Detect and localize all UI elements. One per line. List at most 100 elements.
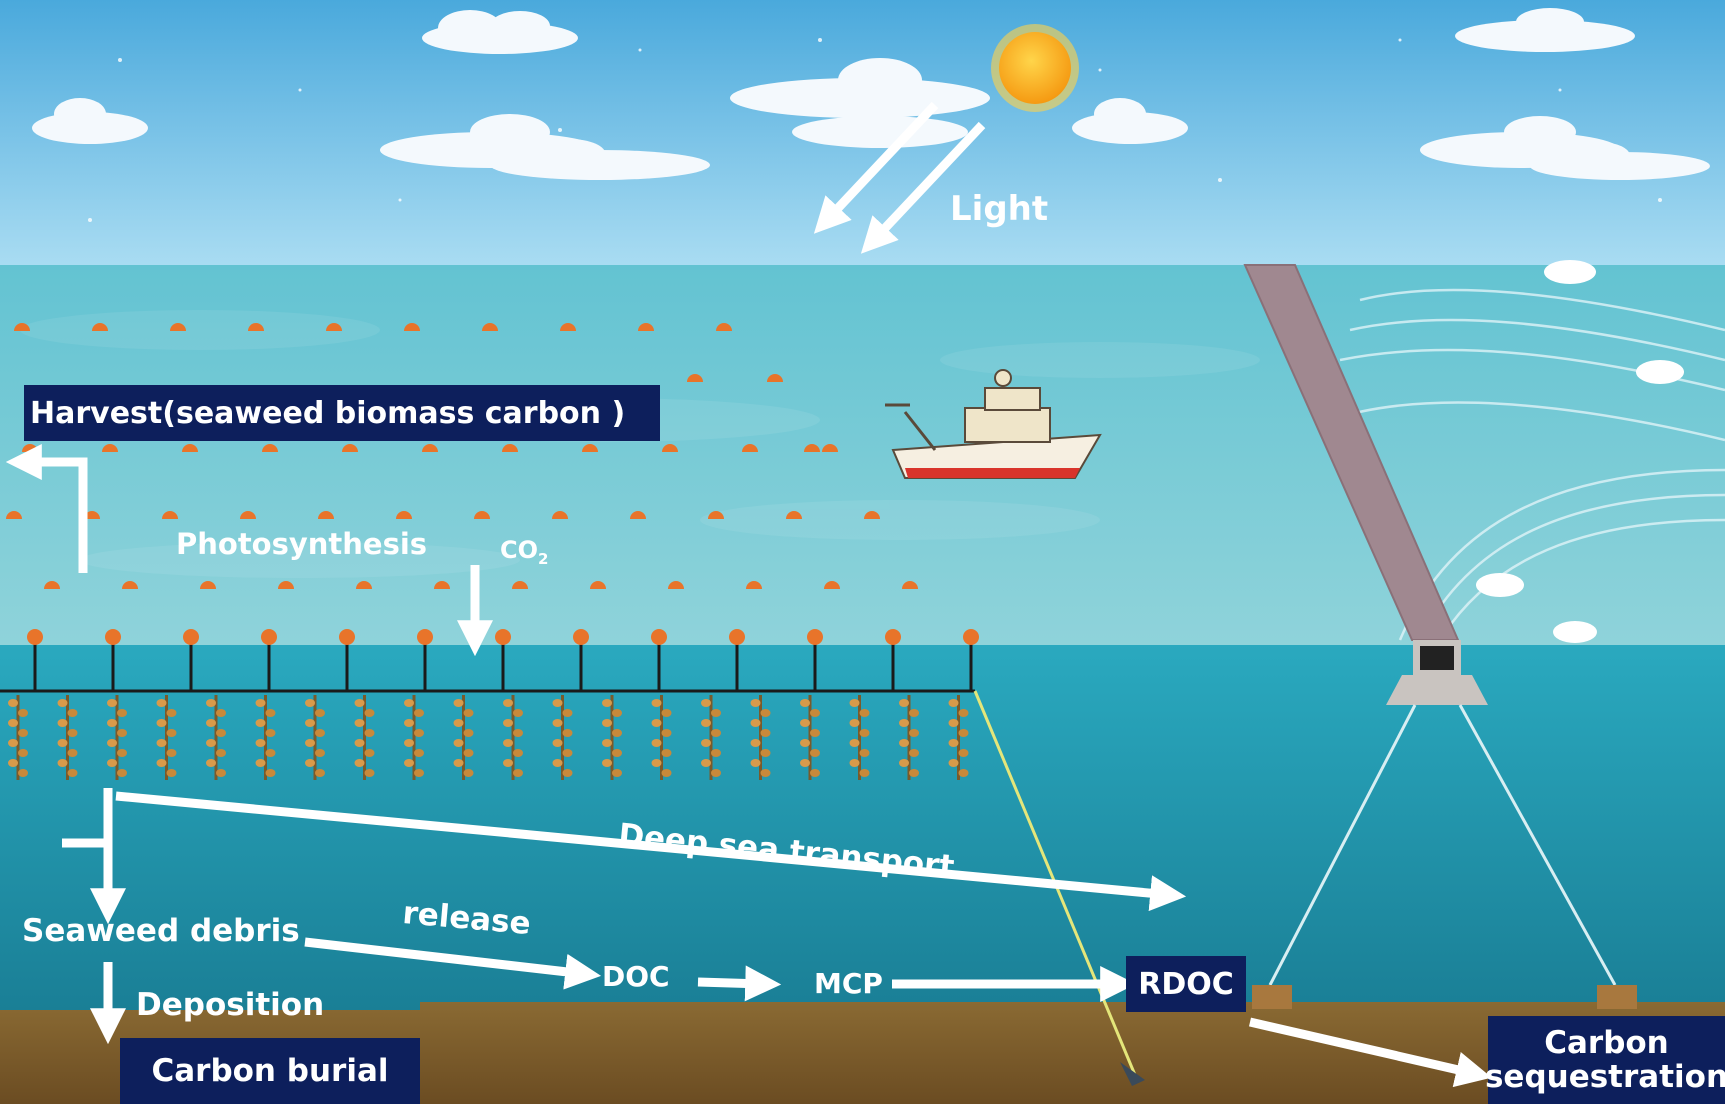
- float-buoy: [495, 629, 511, 645]
- float-buoy: [27, 629, 43, 645]
- sky-stars: [88, 38, 1662, 222]
- light-arrows: [813, 101, 986, 254]
- buoy: [638, 323, 654, 331]
- cloud: [1072, 98, 1188, 144]
- buoy: [200, 581, 216, 589]
- buoy: [786, 511, 802, 519]
- buoy: [552, 511, 568, 519]
- transport-pipe: [1243, 264, 1637, 1009]
- buoy: [44, 581, 60, 589]
- buoy: [822, 444, 838, 452]
- sun-icon: [991, 24, 1079, 112]
- buoy: [84, 511, 100, 519]
- longline-buoys: [27, 629, 979, 691]
- mcp-label: MCP: [814, 967, 883, 1000]
- cloud: [380, 114, 710, 180]
- seaweed-strand: [948, 695, 969, 780]
- buoy: [512, 581, 528, 589]
- seaweed-strand: [899, 695, 919, 780]
- float-buoy: [885, 629, 901, 645]
- float-buoy: [651, 629, 667, 645]
- buoy: [482, 323, 498, 331]
- seaweed-strands: [8, 695, 969, 780]
- buoy: [422, 444, 438, 452]
- buoy: [182, 444, 198, 452]
- float-buoy: [261, 629, 277, 645]
- carbon-sequestration-line1: Carbon: [1544, 1024, 1669, 1061]
- buoy: [560, 323, 576, 331]
- co2-label: CO2: [500, 538, 548, 567]
- carbon-burial-label: Carbon burial: [120, 1038, 420, 1104]
- sequestration-arrow: [1248, 1017, 1492, 1088]
- release-arrow: [304, 937, 602, 990]
- seaweed-strand: [552, 695, 573, 780]
- buoy: [746, 581, 762, 589]
- buoy: [668, 581, 684, 589]
- water-texture: [20, 310, 1260, 578]
- buoy: [404, 323, 420, 331]
- flow-arrows: [5, 444, 1492, 1088]
- float-buoy: [339, 629, 355, 645]
- float-buoy: [183, 629, 199, 645]
- seaweed-strand: [800, 695, 820, 780]
- seaweed-strand: [453, 695, 474, 780]
- float-buoy: [417, 629, 433, 645]
- buoy: [92, 323, 108, 331]
- buoy: [742, 444, 758, 452]
- doc-label: DOC: [602, 960, 670, 993]
- seaweed-strand: [404, 695, 424, 780]
- buoy: [864, 511, 880, 519]
- float-buoy: [105, 629, 121, 645]
- buoy: [716, 323, 732, 331]
- co2-subscript: 2: [538, 549, 549, 568]
- seaweed-strand: [602, 695, 622, 780]
- float-buoy: [573, 629, 589, 645]
- buoy: [162, 511, 178, 519]
- buoy: [342, 444, 358, 452]
- cloud: [422, 10, 578, 54]
- buoy: [14, 323, 30, 331]
- seaweed-strand: [305, 695, 325, 780]
- carbon-sequestration-label: Carbon sequestration: [1484, 1016, 1725, 1104]
- buoy: [804, 444, 820, 452]
- fishing-boat-icon: [885, 369, 1102, 479]
- buoy: [396, 511, 412, 519]
- harvest-label: Harvest(seaweed biomass carbon ): [24, 385, 660, 441]
- co2-main: CO: [500, 536, 539, 564]
- buoy: [902, 581, 918, 589]
- buoy: [582, 444, 598, 452]
- doc-to-mcp-arrow: [697, 965, 782, 1002]
- buoy: [102, 444, 118, 452]
- seaweed-strand: [503, 695, 523, 780]
- buoy: [318, 511, 334, 519]
- float-buoy: [807, 629, 823, 645]
- anchor-icon: [1120, 1062, 1145, 1086]
- buoy: [170, 323, 186, 331]
- buoy: [248, 323, 264, 331]
- buoy: [630, 511, 646, 519]
- seaweed-strand: [701, 695, 721, 780]
- seaweed-strand: [57, 695, 78, 780]
- seaweed-strand: [750, 695, 771, 780]
- cloud: [32, 98, 148, 144]
- carbon-sequestration-line2: sequestration: [1484, 1059, 1725, 1095]
- buoy: [767, 374, 783, 382]
- seaweed-strand: [849, 695, 870, 780]
- buoy: [687, 374, 703, 382]
- buoy: [326, 323, 342, 331]
- photosynthesis-label: Photosynthesis: [176, 527, 428, 561]
- buoy: [708, 511, 724, 519]
- buoy: [122, 581, 138, 589]
- buoy: [824, 581, 840, 589]
- seaweed-strand: [206, 695, 226, 780]
- seaweed-strand: [354, 695, 375, 780]
- seaweed-debris-label: Seaweed debris: [22, 913, 300, 949]
- buoy: [240, 511, 256, 519]
- seaweed-strand: [156, 695, 177, 780]
- deposition-label: Deposition: [136, 987, 325, 1023]
- buoy: [6, 511, 22, 519]
- buoy: [434, 581, 450, 589]
- buoy: [502, 444, 518, 452]
- cloud: [1455, 8, 1635, 52]
